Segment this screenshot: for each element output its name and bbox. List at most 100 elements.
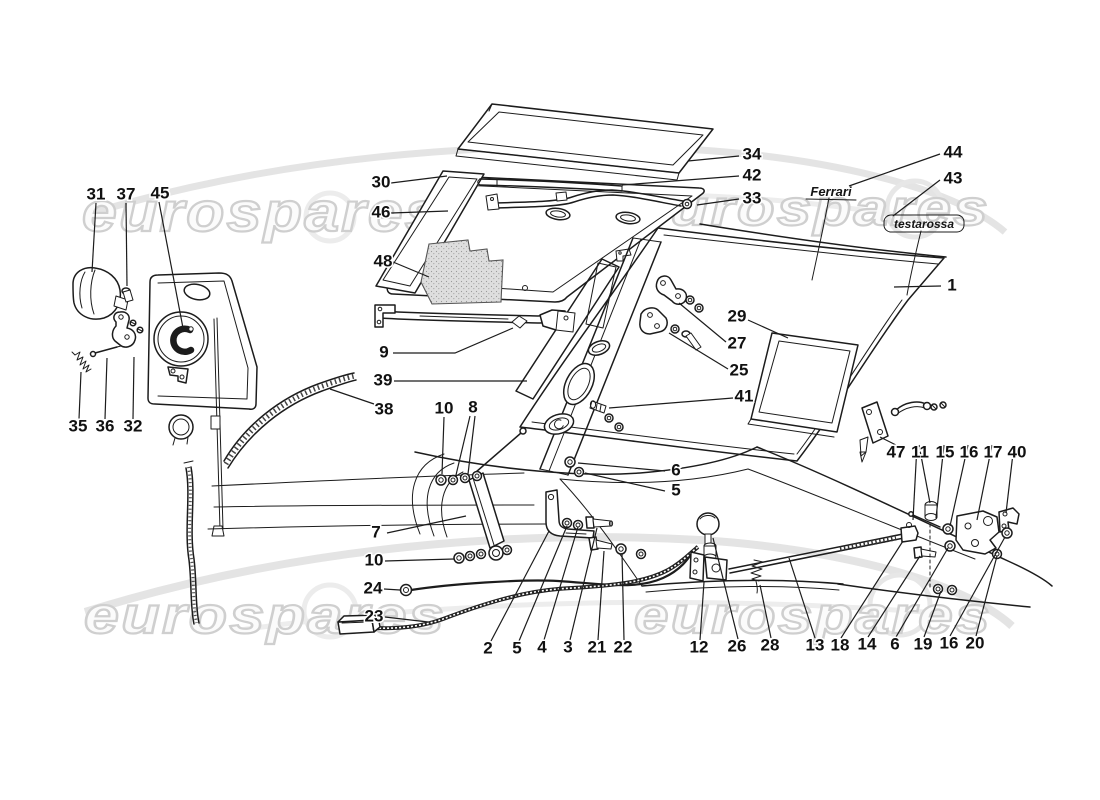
callout-number-5: 5 (512, 638, 521, 657)
leader-line-42 (621, 175, 740, 186)
callout-number-1: 1 (947, 275, 956, 294)
badge-testarossa: testarossa (883, 214, 965, 233)
rod-threaded-section (839, 535, 897, 552)
grille-34 (455, 103, 714, 181)
washer-19 (932, 583, 944, 595)
leader-line-32 (132, 356, 135, 420)
cable-eyelet-24 (399, 583, 413, 597)
callout-number-34: 34 (743, 144, 762, 163)
callout-number-31: 31 (87, 184, 106, 203)
clevis-18 (900, 525, 919, 543)
leader-line-40 (1005, 444, 1015, 514)
leader-line-21 (597, 550, 605, 641)
callout-number-18: 18 (831, 635, 850, 654)
bracket-2 (545, 489, 595, 539)
leader-line-10 (441, 416, 445, 475)
leader-line-5 (584, 472, 666, 492)
leader-line-16 (949, 536, 1006, 637)
leader-line-13 (788, 557, 816, 639)
callout-number-15: 15 (936, 442, 955, 461)
cable-handle-23 (337, 614, 381, 635)
pillar-seal (183, 460, 200, 625)
callout-number-6: 6 (671, 460, 680, 479)
leader-line-25 (668, 332, 729, 370)
leader-line-1 (893, 285, 942, 288)
callout-number-19: 19 (914, 634, 933, 653)
callout-number-40: 40 (1008, 442, 1027, 461)
leader-line-6 (895, 547, 949, 638)
watermark-text-2: eurospares (84, 587, 446, 645)
callout-number-10: 10 (365, 550, 384, 569)
callout-number-2: 2 (483, 638, 492, 657)
hood-panel-1 (515, 197, 947, 476)
leader-line-27 (678, 302, 727, 343)
bumper-41 (589, 400, 607, 414)
callout-number-23: 23 (365, 606, 384, 625)
callout-number-8: 8 (468, 397, 477, 416)
leader-line-16 (949, 444, 969, 527)
leader-line-30 (390, 175, 448, 184)
leader-line-18 (840, 540, 904, 639)
latch-knob-26 (696, 512, 720, 536)
callout-number-24: 24 (364, 578, 383, 597)
callout-number-14: 14 (858, 634, 877, 653)
leader-line-5 (518, 525, 568, 642)
callout-number-30: 30 (372, 172, 391, 191)
gas-strut-7 (435, 427, 527, 564)
callout-number-13: 13 (806, 635, 825, 654)
leader-line-47 (879, 436, 897, 446)
washer-5 (573, 466, 585, 478)
ferrari-badge-text: Ferrari (810, 184, 852, 199)
leader-line-45 (158, 201, 184, 329)
callout-number-9: 9 (379, 342, 388, 361)
callout-number-48: 48 (374, 251, 393, 270)
testarossa-badge-text: testarossa (894, 217, 954, 231)
antenna-sleeve (210, 415, 221, 430)
nut-22 (615, 543, 627, 555)
release-cables (337, 545, 700, 635)
leader-line-11 (918, 444, 931, 504)
leader-line-38 (329, 388, 375, 405)
callout-number-38: 38 (375, 399, 394, 418)
leader-line-36 (104, 357, 108, 420)
seal-strip-39 (515, 258, 620, 400)
leader-line-19 (923, 590, 942, 638)
callout-number-42: 42 (743, 165, 762, 184)
right-latch-group (728, 401, 1020, 596)
leader-line-11 (912, 444, 918, 521)
callout-number-29: 29 (728, 306, 747, 325)
callout-number-28: 28 (761, 635, 780, 654)
nut-16b (1001, 527, 1013, 539)
leader-line-6 (577, 462, 666, 472)
leader-line-24 (383, 588, 401, 591)
callout-number-11: 11 (911, 442, 929, 461)
leader-line-29 (747, 319, 789, 339)
callout-number-47: 47 (887, 442, 906, 461)
callout-number-20: 20 (966, 633, 985, 652)
watermark-text-0: eurospares (82, 180, 442, 243)
arch-seal-38 (223, 372, 357, 469)
leader-line-12 (699, 581, 705, 641)
leader-line-44 (848, 153, 941, 187)
leader-line-9 (393, 327, 514, 354)
nut-6 (564, 456, 576, 468)
screw-36 (94, 346, 118, 354)
leader-line-22 (621, 552, 625, 641)
leader-line-26 (712, 537, 739, 640)
callout-number-10: 10 (435, 398, 454, 417)
insulation-pad-48 (420, 239, 504, 305)
badge-ferrari: Ferrari (805, 184, 857, 201)
leader-line-14 (867, 555, 921, 638)
pin-15 (912, 514, 941, 528)
leader-line-7 (386, 515, 467, 534)
callout-number-4: 4 (537, 637, 547, 656)
hinge-25 (639, 307, 668, 335)
bracket-32 (111, 311, 137, 348)
leader-line-35 (78, 371, 82, 420)
callout-number-44: 44 (944, 142, 963, 161)
torsion-bar-9 (374, 304, 576, 333)
